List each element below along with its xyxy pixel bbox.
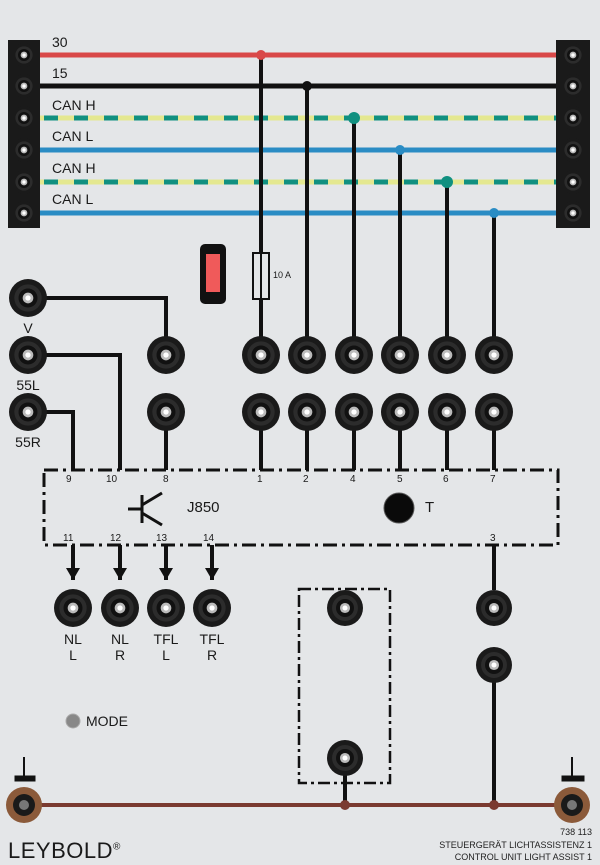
bus-tap-jack-lower[interactable] — [428, 393, 466, 431]
bus-label-15: 15 — [52, 65, 68, 81]
ground-jack-left — [6, 787, 42, 823]
input-label-55r: 55R — [15, 434, 41, 450]
bus-terminal-left[interactable] — [12, 43, 36, 67]
pin-label: 6 — [443, 474, 449, 485]
output-jack[interactable] — [54, 589, 92, 627]
output-jack[interactable] — [147, 589, 185, 627]
jack-v-upper[interactable] — [147, 336, 185, 374]
bus-terminal-left[interactable] — [12, 74, 36, 98]
bus-junctions — [256, 50, 499, 218]
output-jack[interactable] — [101, 589, 139, 627]
bus-terminal-right[interactable] — [561, 201, 585, 225]
control-unit-name: J850 — [187, 499, 220, 516]
pin-label: 8 — [163, 474, 169, 485]
bus-tap-jack-upper[interactable] — [288, 336, 326, 374]
bus-tap-jack-upper[interactable] — [428, 336, 466, 374]
bus-terminal-right[interactable] — [561, 74, 585, 98]
input-label-v: V — [23, 320, 33, 336]
bus-tap-jack-lower[interactable] — [475, 393, 513, 431]
input-jack-55r[interactable] — [9, 393, 47, 431]
bus-terminal-right[interactable] — [561, 106, 585, 130]
bus-terminal-left[interactable] — [12, 106, 36, 130]
red-indicator — [206, 254, 220, 292]
pin-label: 14 — [203, 533, 215, 544]
ground-jack-right — [554, 787, 590, 823]
bus-terminal-right[interactable] — [561, 170, 585, 194]
pin-label: 4 — [350, 474, 356, 485]
mode-label: MODE — [86, 713, 128, 729]
bus-tap-jack-upper[interactable] — [242, 336, 280, 374]
pin-label: 13 — [156, 533, 168, 544]
right-terminal-block — [556, 40, 590, 228]
bus-tap-jack-upper[interactable] — [475, 336, 513, 374]
pin-label: 2 — [303, 474, 309, 485]
brand-logo: LEYBOLD® — [8, 838, 121, 863]
ground-icon-left — [14, 757, 36, 782]
sub-box-jack-top[interactable] — [327, 590, 363, 626]
pin-label: 3 — [490, 533, 496, 544]
bus-label-canl: CAN L — [52, 128, 94, 144]
bus-terminal-left[interactable] — [12, 170, 36, 194]
left-terminal-block — [8, 40, 40, 228]
pin-label: 11 — [63, 533, 74, 544]
pin3-jack-upper[interactable] — [476, 590, 512, 626]
bus-tap-jack-lower[interactable] — [335, 393, 373, 431]
input-jack-v[interactable] — [9, 279, 47, 317]
bus-lines — [40, 52, 560, 216]
input-jack-55l[interactable] — [9, 336, 47, 374]
part-number: 738 113 — [560, 827, 592, 837]
pin-label: 10 — [106, 474, 118, 485]
pin-label: 9 — [66, 474, 72, 485]
pin-label: 12 — [110, 533, 122, 544]
bus-terminal-left[interactable] — [12, 138, 36, 162]
transistor-icon — [128, 491, 163, 527]
title-en: CONTROL UNIT LIGHT ASSIST 1 — [454, 852, 592, 862]
bus-terminal-right[interactable] — [561, 43, 585, 67]
bus-label-canh: CAN H — [52, 160, 96, 176]
bus-label-canh: CAN H — [52, 97, 96, 113]
sub-box-outline — [297, 587, 392, 785]
output-jack[interactable] — [193, 589, 231, 627]
mode-led — [65, 713, 81, 729]
t-button — [383, 492, 415, 524]
sub-box-jack-bottom[interactable] — [327, 740, 363, 776]
bus-tap-jack-lower[interactable] — [381, 393, 419, 431]
bus-terminal-left[interactable] — [12, 201, 36, 225]
control-unit-outline — [42, 468, 560, 547]
pin3-jack-lower[interactable] — [476, 647, 512, 683]
bus-terminal-right[interactable] — [561, 138, 585, 162]
input-label-55l: 55L — [16, 377, 40, 393]
pin-label: 5 — [397, 474, 403, 485]
t-button-label: T — [425, 499, 435, 516]
title-de: STEUERGERÄT LICHTASSISTENZ 1 — [439, 840, 592, 850]
pin-label: 7 — [490, 474, 496, 485]
fuse-label: 10 A — [273, 270, 292, 280]
bus-tap-jack-upper[interactable] — [335, 336, 373, 374]
bus-tap-jack-lower[interactable] — [242, 393, 280, 431]
bus-tap-jack-upper[interactable] — [381, 336, 419, 374]
ground-icon-right — [561, 757, 585, 782]
bus-label-canl: CAN L — [52, 191, 94, 207]
bus-label-30: 30 — [52, 34, 68, 50]
jack-v-lower[interactable] — [147, 393, 185, 431]
bus-tap-jack-lower[interactable] — [288, 393, 326, 431]
pin-label: 1 — [257, 474, 263, 485]
